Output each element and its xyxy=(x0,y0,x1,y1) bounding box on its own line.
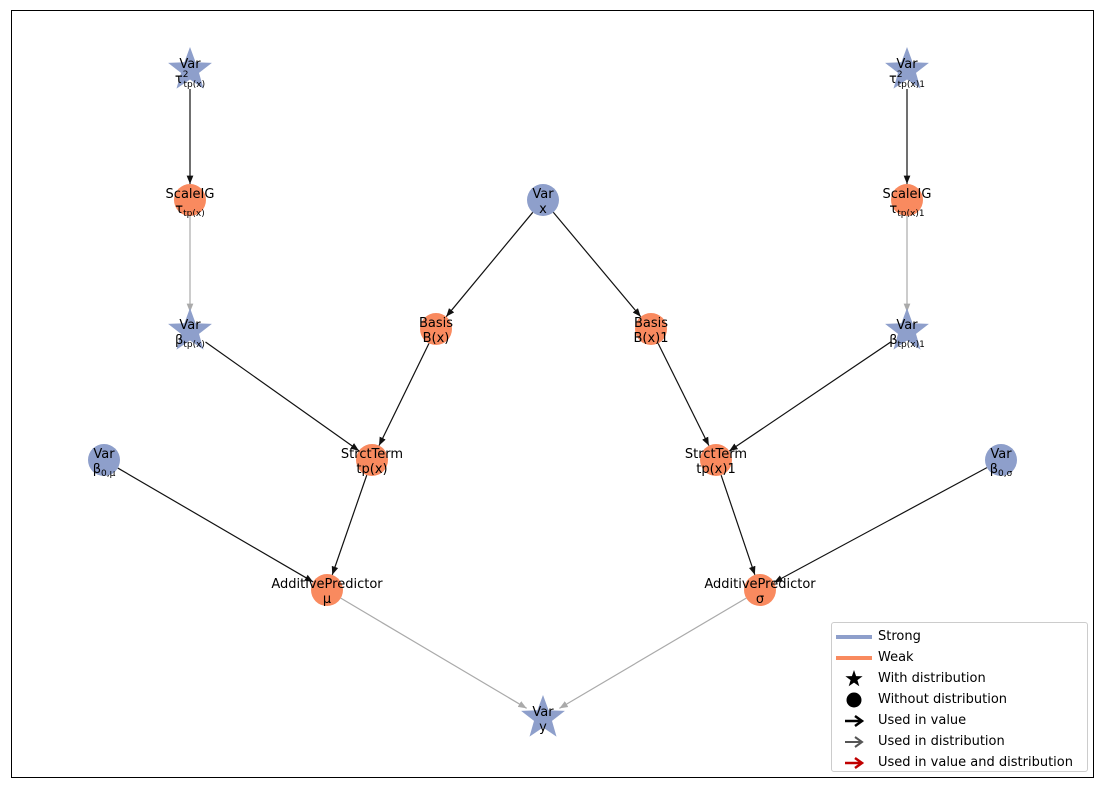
node-addpred_mu-type-label: AdditivePredictor xyxy=(271,577,383,592)
node-scaleig_1-name-label: τtp(x) xyxy=(175,202,204,219)
node-addpred_mu-name-label: μ xyxy=(323,592,331,607)
node-var_y-name-label: y xyxy=(539,720,547,735)
node-beta_tp_x1-type-label: Var xyxy=(896,318,918,333)
node-var_y-star-icon[interactable] xyxy=(521,695,565,737)
node-strct_2-type-label: StrctTerm xyxy=(685,447,747,462)
node-tau2_tp_x-star-icon[interactable] xyxy=(168,47,212,89)
legend-item-strong: Strong xyxy=(832,626,1087,647)
node-strct_1-type-label: StrctTerm xyxy=(341,447,403,462)
edge-addpred_sigma-to-var_y xyxy=(559,597,747,709)
edge-beta_tp_x-to-strct_1 xyxy=(205,341,360,452)
node-tau2_tp_x-type-label: Var xyxy=(179,57,201,72)
node-beta0_mu-type-label: Var xyxy=(93,447,115,462)
node-scaleig_1-type-label: ScaleIG xyxy=(166,187,215,202)
node-beta0_mu-name-label: β0,μ xyxy=(93,462,116,479)
legend-label-strong: Strong xyxy=(878,629,921,644)
node-beta0_sigma-circle[interactable] xyxy=(985,444,1017,476)
node-scaleig_1-circle[interactable] xyxy=(174,184,206,216)
legend-item-weak: Weak xyxy=(832,647,1087,668)
node-basis_1-circle[interactable] xyxy=(420,313,452,345)
legend-label-used-in-both: Used in value and distribution xyxy=(878,755,1073,770)
red-arrow-icon xyxy=(836,752,872,773)
node-var_x-name-label: x xyxy=(539,202,547,217)
node-beta_tp_x-name-label: βtp(x) xyxy=(175,333,205,350)
node-addpred_mu-circle[interactable] xyxy=(311,574,343,606)
strong-line-icon xyxy=(836,626,872,647)
node-tau2_tp_x1-type-label: Var xyxy=(896,57,918,72)
edge-beta_tp_x1-to-strct_2 xyxy=(728,341,892,452)
edge-addpred_mu-to-var_y xyxy=(340,597,527,709)
node-beta0_sigma-name-label: β0,σ xyxy=(990,462,1013,479)
node-scaleig_2-type-label: ScaleIG xyxy=(883,187,932,202)
edge-beta0_mu-to-addpred_mu xyxy=(117,467,314,583)
edge-basis_1-to-strct_1 xyxy=(378,343,430,446)
star-icon xyxy=(836,668,872,689)
node-addpred_sigma-circle[interactable] xyxy=(744,574,776,606)
gray-arrow-icon xyxy=(836,731,872,752)
node-basis_2-type-label: Basis xyxy=(634,316,668,331)
node-beta_tp_x1-star-icon[interactable] xyxy=(885,308,929,350)
legend-label-with-distribution: With distribution xyxy=(878,671,986,686)
node-beta_tp_x1-name-label: βtp(x)1 xyxy=(889,333,925,350)
nodes-layer xyxy=(88,47,1017,737)
node-beta0_sigma-type-label: Var xyxy=(990,447,1012,462)
legend-item-without-distribution: Without distribution xyxy=(832,689,1087,710)
node-basis_2-circle[interactable] xyxy=(635,313,667,345)
black-arrow-icon xyxy=(836,710,872,731)
node-basis_1-name-label: B(x) xyxy=(423,331,450,346)
edges-layer xyxy=(117,89,988,709)
legend-item-with-distribution: With distribution xyxy=(832,668,1087,689)
node-scaleig_2-name-label: τtp(x)1 xyxy=(889,202,924,219)
edge-beta0_sigma-to-addpred_sigma xyxy=(773,467,988,583)
legend-label-weak: Weak xyxy=(878,650,914,665)
node-basis_1-type-label: Basis xyxy=(419,316,453,331)
node-beta_tp_x-type-label: Var xyxy=(179,318,201,333)
node-strct_2-circle[interactable] xyxy=(700,444,732,476)
legend: Strong Weak With distribution Without di… xyxy=(831,622,1088,772)
node-strct_1-name-label: tp(x) xyxy=(356,462,387,477)
legend-label-used-in-distribution: Used in distribution xyxy=(878,734,1005,749)
node-strct_1-circle[interactable] xyxy=(356,444,388,476)
circle-icon xyxy=(836,689,872,710)
legend-item-used-in-both: Used in value and distribution xyxy=(832,752,1087,773)
legend-item-used-in-distribution: Used in distribution xyxy=(832,731,1087,752)
node-basis_2-name-label: B(x)1 xyxy=(633,331,668,346)
node-var_x-type-label: Var xyxy=(532,187,554,202)
edge-var_x-to-basis_2 xyxy=(552,211,642,318)
edge-var_x-to-basis_1 xyxy=(445,211,534,318)
legend-label-used-in-value: Used in value xyxy=(878,713,967,728)
node-addpred_sigma-type-label: AdditivePredictor xyxy=(704,577,816,592)
node-scaleig_2-circle[interactable] xyxy=(891,184,923,216)
legend-item-used-in-value: Used in value xyxy=(832,710,1087,731)
node-beta_tp_x-star-icon[interactable] xyxy=(168,308,212,350)
node-addpred_sigma-name-label: σ xyxy=(756,592,764,607)
node-tau2_tp_x1-star-icon[interactable] xyxy=(885,47,929,89)
node-strct_2-name-label: tp(x)1 xyxy=(696,462,735,477)
legend-label-without-distribution: Without distribution xyxy=(878,692,1008,707)
node-var_x-circle[interactable] xyxy=(527,184,559,216)
node-beta0_mu-circle[interactable] xyxy=(88,444,120,476)
edge-basis_2-to-strct_2 xyxy=(657,343,710,446)
edge-strct_1-to-addpred_mu xyxy=(331,474,368,576)
weak-line-icon xyxy=(836,647,872,668)
node-var_y-type-label: Var xyxy=(532,705,554,720)
edge-strct_2-to-addpred_sigma xyxy=(720,474,756,576)
